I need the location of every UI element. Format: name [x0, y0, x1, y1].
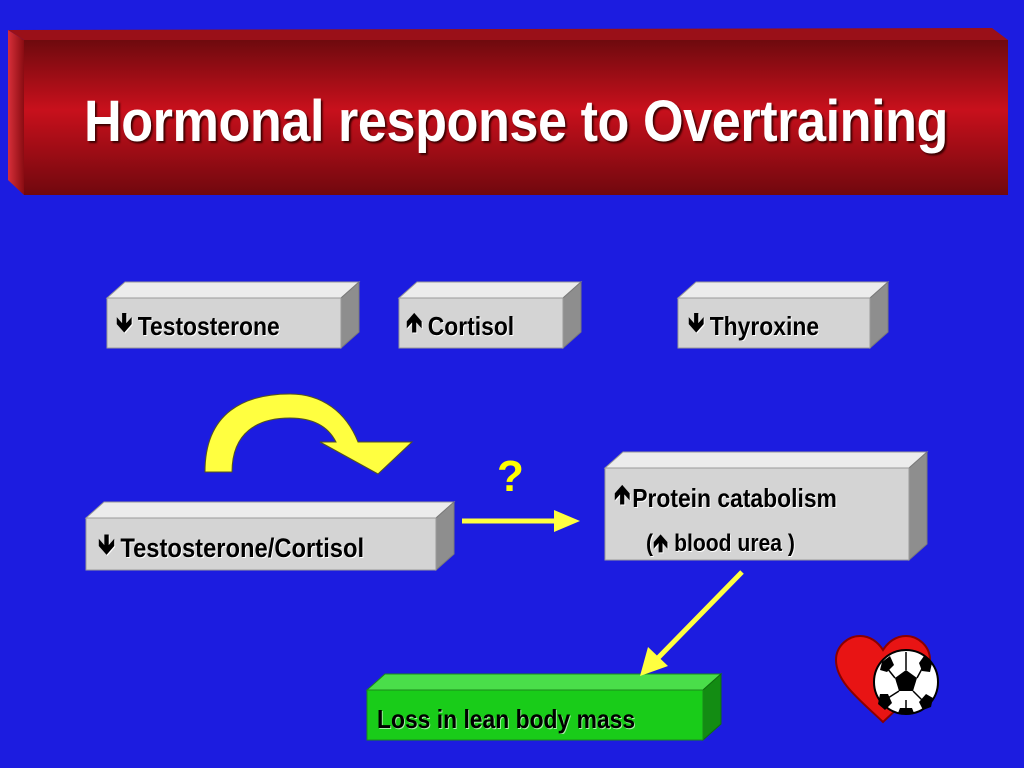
- protein-box: [603, 450, 929, 562]
- protein-label: 🡹 Protein catabolism: [614, 478, 837, 518]
- thyroxine-box: [676, 280, 890, 350]
- cortisol-box: [397, 280, 583, 350]
- testosterone-label: 🡻 Testosterone: [116, 304, 280, 348]
- blood-urea-label: (🡹 blood urea ): [646, 529, 795, 557]
- title-banner: [8, 28, 1008, 195]
- soccer-ball-icon: [873, 649, 939, 715]
- down-arrow-icon: 🡻: [116, 308, 133, 338]
- ratio-box: [84, 500, 456, 572]
- cortisol-label: 🡹 Cortisol: [406, 304, 514, 348]
- thyroxine-label: 🡻 Thyroxine: [688, 304, 819, 348]
- up-arrow-icon: 🡹: [653, 529, 669, 557]
- question-mark: ?: [497, 452, 524, 501]
- lean-mass-label: Loss in lean body mass: [377, 703, 636, 734]
- up-arrow-icon: 🡹: [614, 480, 631, 510]
- diagonal-arrow-line: [654, 570, 744, 662]
- down-arrow-icon: 🡻: [688, 308, 705, 338]
- testosterone-box: [105, 280, 361, 350]
- down-arrow-icon: 🡻: [98, 529, 116, 560]
- up-arrow-icon: 🡹: [406, 308, 423, 338]
- curved-arrow-icon: [204, 393, 414, 475]
- ratio-label: 🡻 Testosterone/Cortisol: [98, 524, 364, 572]
- page-title: Hormonal response to Overtraining: [83, 89, 948, 154]
- lean-mass-box: [365, 672, 723, 742]
- right-arrow-head-icon: [554, 510, 580, 532]
- diagonal-arrow-head-icon: [640, 647, 668, 676]
